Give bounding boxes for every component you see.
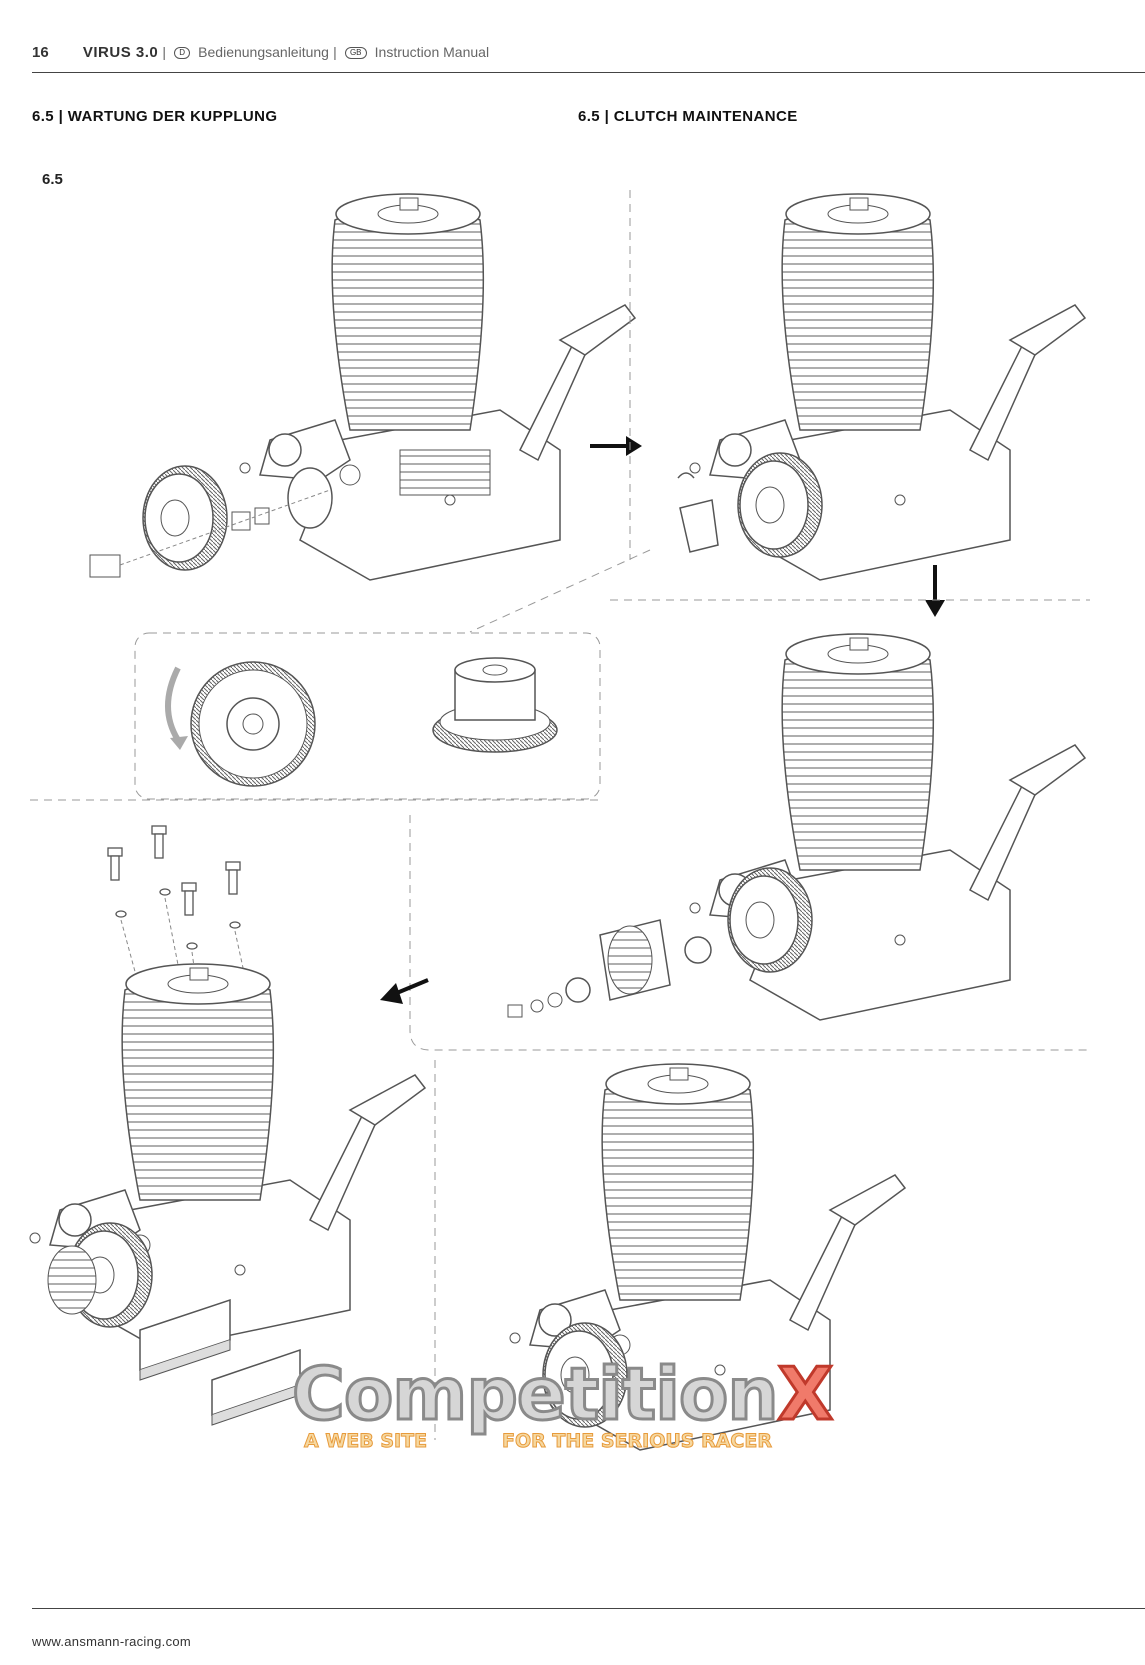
watermark-subtitle-2: FOR THE SERIOUS RACER (502, 1430, 772, 1452)
watermark-x: X (778, 1352, 833, 1436)
arrow-down-icon (925, 565, 945, 617)
clutch-exploded-step-3 (508, 868, 812, 1017)
footer-url[interactable]: www.ansmann-racing.com (32, 1634, 191, 1649)
footer-rule (32, 1608, 1145, 1609)
clutch-bell-exploded-1 (90, 466, 332, 577)
arrow-left-icon (380, 980, 428, 1004)
clutch-detail-box (135, 633, 600, 799)
arrow-right-icon (590, 436, 642, 456)
watermark: CompetitionX A WEB SITE FOR THE SERIOUS … (292, 1358, 852, 1458)
watermark-title: CompetitionX (292, 1358, 832, 1430)
watermark-subtitle-1: A WEB SITE (304, 1430, 427, 1452)
